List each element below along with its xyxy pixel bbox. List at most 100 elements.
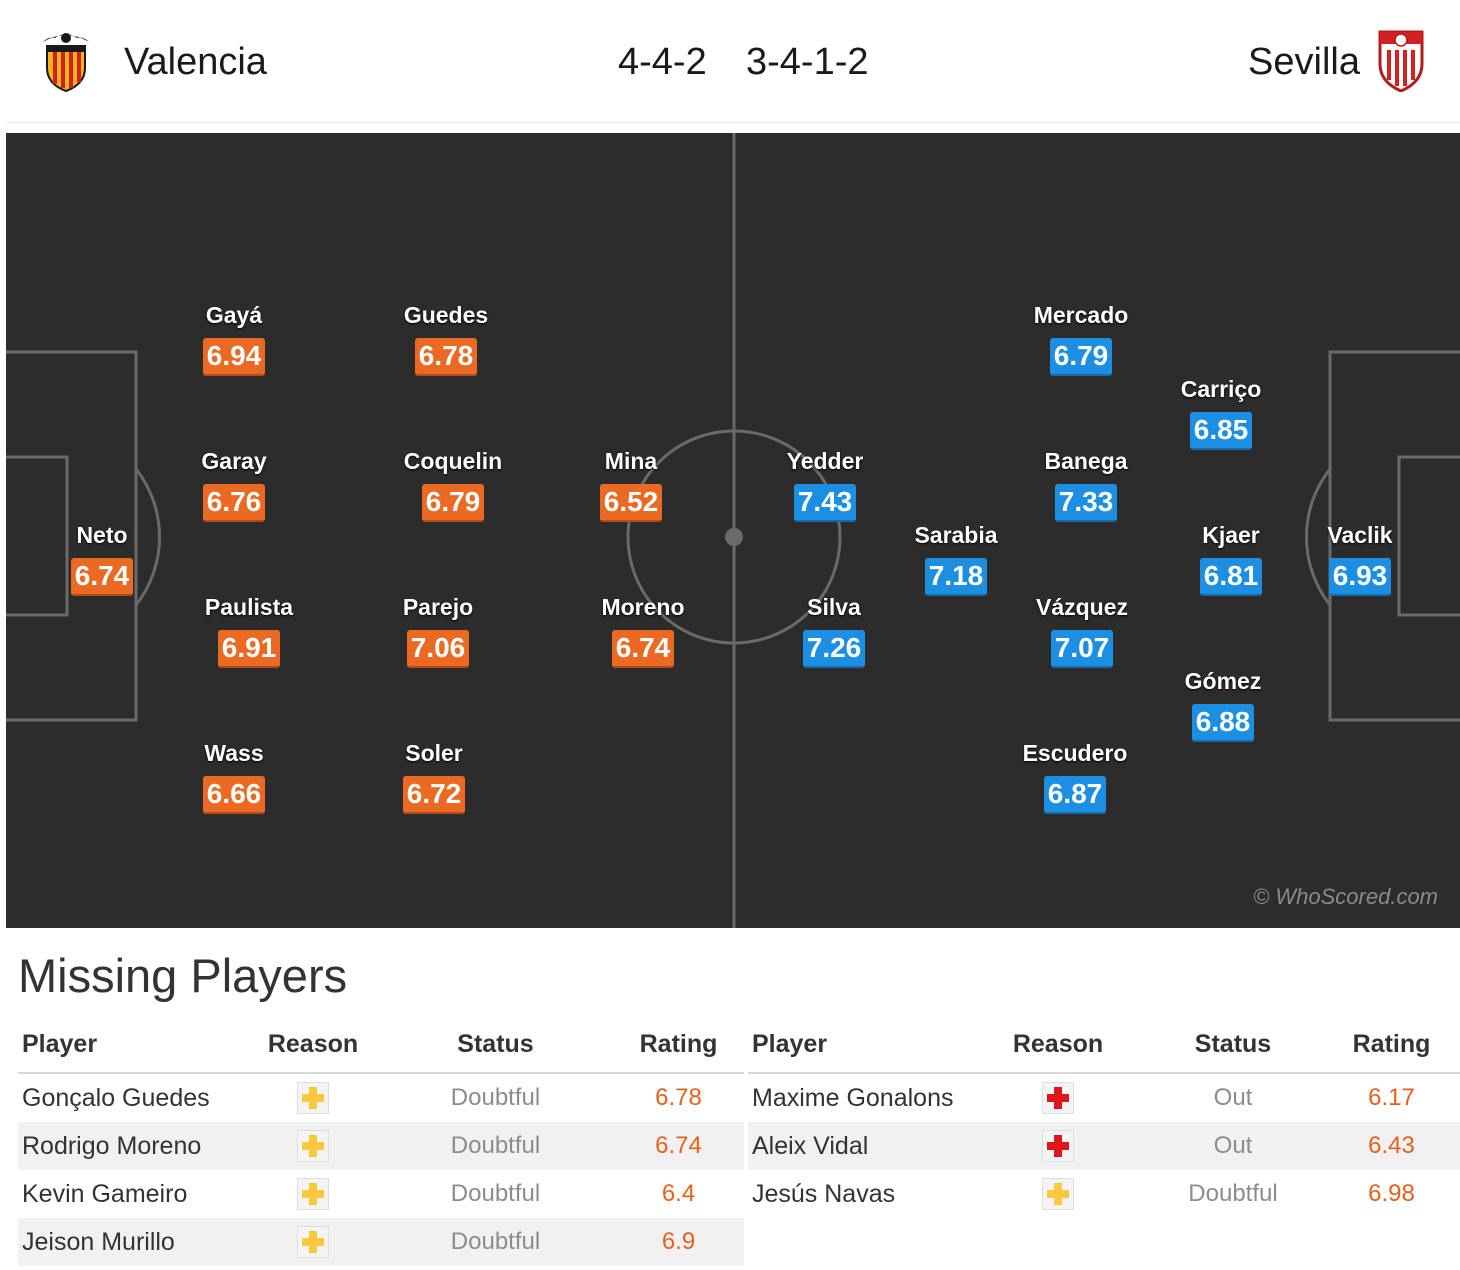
column-header-reason[interactable]: Reason — [248, 1016, 378, 1074]
player-away-cm1[interactable]: Banega 7.33 — [1016, 448, 1156, 522]
doubtful-cross-icon[interactable] — [297, 1082, 329, 1114]
player-away-st1[interactable]: Yedder 7.43 — [755, 448, 895, 522]
player-rating-badge: 6.79 — [422, 484, 484, 522]
column-header-rating[interactable]: Rating — [1323, 1016, 1460, 1074]
table-row: Aleix Vidal Out 6.43 — [748, 1122, 1460, 1170]
player-name: Banega — [1044, 448, 1128, 474]
injury-cross-icon[interactable] — [1042, 1082, 1074, 1114]
player-name: Yedder — [786, 448, 864, 474]
player-rating-badge: 6.76 — [203, 484, 265, 522]
player-rating-badge: 6.79 — [1050, 338, 1112, 376]
missing-status: Doubtful — [378, 1218, 613, 1266]
missing-status: Out — [1143, 1122, 1323, 1170]
player-home-lm[interactable]: Guedes 6.78 — [376, 302, 516, 376]
table-header-row: Player Reason Status Rating — [18, 1016, 744, 1074]
player-rating-badge: 6.91 — [218, 630, 280, 668]
player-name: Vázquez — [1035, 594, 1129, 620]
player-rating-badge: 6.66 — [203, 776, 265, 814]
doubtful-cross-icon[interactable] — [1042, 1178, 1074, 1210]
home-team-name[interactable]: Valencia — [124, 41, 267, 83]
player-name: Carriço — [1180, 376, 1262, 402]
missing-player-name[interactable]: Jesús Navas — [752, 1179, 896, 1208]
player-rating-badge: 6.72 — [403, 776, 465, 814]
valencia-bat-crest-icon[interactable] — [39, 28, 93, 92]
column-header-rating[interactable]: Rating — [613, 1016, 744, 1074]
player-rating-badge: 6.94 — [203, 338, 265, 376]
missing-player-name[interactable]: Gonçalo Guedes — [22, 1083, 210, 1112]
away-formation: 3-4-1-2 — [746, 41, 869, 83]
player-rating-badge: 6.52 — [600, 484, 662, 522]
player-away-rm[interactable]: Escudero 6.87 — [1005, 740, 1145, 814]
player-name: Sarabia — [914, 522, 998, 548]
missing-player-name[interactable]: Maxime Gonalons — [752, 1083, 954, 1112]
player-away-st2[interactable]: Silva 7.26 — [764, 594, 904, 668]
home-missing-table: Player Reason Status Rating Gonçalo Gued… — [18, 1016, 744, 1266]
sevilla-crest-icon[interactable] — [1374, 28, 1428, 92]
home-formation: 4-4-2 — [618, 41, 707, 83]
missing-players-title: Missing Players — [18, 949, 348, 1002]
table-row: Kevin Gameiro Doubtful 6.4 — [18, 1170, 744, 1218]
match-header: Valencia 4-4-2 3-4-1-2 Sevilla — [6, 0, 1460, 123]
table-row: Jeison Murillo Doubtful 6.9 — [18, 1218, 744, 1266]
player-rating-badge: 6.74 — [71, 558, 133, 596]
column-header-status[interactable]: Status — [1143, 1016, 1323, 1074]
away-missing-table: Player Reason Status Rating Maxime Gonal… — [748, 1016, 1460, 1218]
player-name: Vaclik — [1327, 522, 1393, 548]
missing-player-name[interactable]: Aleix Vidal — [748, 1122, 973, 1170]
player-name: Paulista — [204, 594, 294, 620]
whoscored-watermark: © WhoScored.com — [1253, 884, 1438, 909]
player-away-am[interactable]: Sarabia 7.18 — [886, 522, 1026, 596]
player-rating-badge: 7.18 — [925, 558, 987, 596]
missing-rating: 6.17 — [1368, 1084, 1415, 1111]
player-rating-badge: 7.26 — [803, 630, 865, 668]
player-name: Escudero — [1022, 740, 1128, 766]
player-home-cb1[interactable]: Garay 6.76 — [164, 448, 304, 522]
column-header-reason[interactable]: Reason — [973, 1016, 1143, 1074]
player-name: Garay — [201, 448, 267, 474]
player-home-gk[interactable]: Neto 6.74 — [32, 522, 172, 596]
away-team-name[interactable]: Sevilla — [1248, 41, 1360, 83]
missing-rating: 6.43 — [1323, 1122, 1460, 1170]
player-name: Moreno — [601, 594, 685, 620]
player-home-cb2[interactable]: Paulista 6.91 — [179, 594, 319, 668]
doubtful-cross-icon[interactable] — [297, 1178, 329, 1210]
missing-player-name[interactable]: Rodrigo Moreno — [18, 1122, 248, 1170]
doubtful-cross-icon[interactable] — [297, 1130, 329, 1162]
player-name: Wass — [204, 740, 264, 766]
player-name: Neto — [76, 522, 128, 548]
column-header-status[interactable]: Status — [378, 1016, 613, 1074]
player-rating-badge: 7.33 — [1055, 484, 1117, 522]
player-rating-badge: 6.78 — [415, 338, 477, 376]
missing-rating: 6.74 — [613, 1122, 744, 1170]
missing-status: Doubtful — [450, 1180, 541, 1207]
missing-status: Doubtful — [378, 1122, 613, 1170]
player-name: Guedes — [403, 302, 489, 328]
injury-cross-icon[interactable] — [1042, 1130, 1074, 1162]
player-home-st2[interactable]: Moreno 6.74 — [573, 594, 713, 668]
doubtful-cross-icon[interactable] — [297, 1226, 329, 1258]
player-home-rb[interactable]: Wass 6.66 — [164, 740, 304, 814]
missing-status: Doubtful — [1188, 1180, 1278, 1207]
player-name: Gómez — [1184, 668, 1262, 694]
column-header-player[interactable]: Player — [748, 1016, 973, 1074]
missing-player-name[interactable]: Jeison Murillo — [18, 1218, 248, 1266]
table-header-row: Player Reason Status Rating — [748, 1016, 1460, 1074]
column-header-player[interactable]: Player — [18, 1016, 248, 1074]
player-rating-badge: 7.43 — [794, 484, 856, 522]
player-name: Silva — [807, 594, 861, 620]
player-rating-badge: 6.74 — [612, 630, 674, 668]
player-rating-badge: 6.87 — [1044, 776, 1106, 814]
missing-player-name[interactable]: Kevin Gameiro — [22, 1179, 188, 1208]
